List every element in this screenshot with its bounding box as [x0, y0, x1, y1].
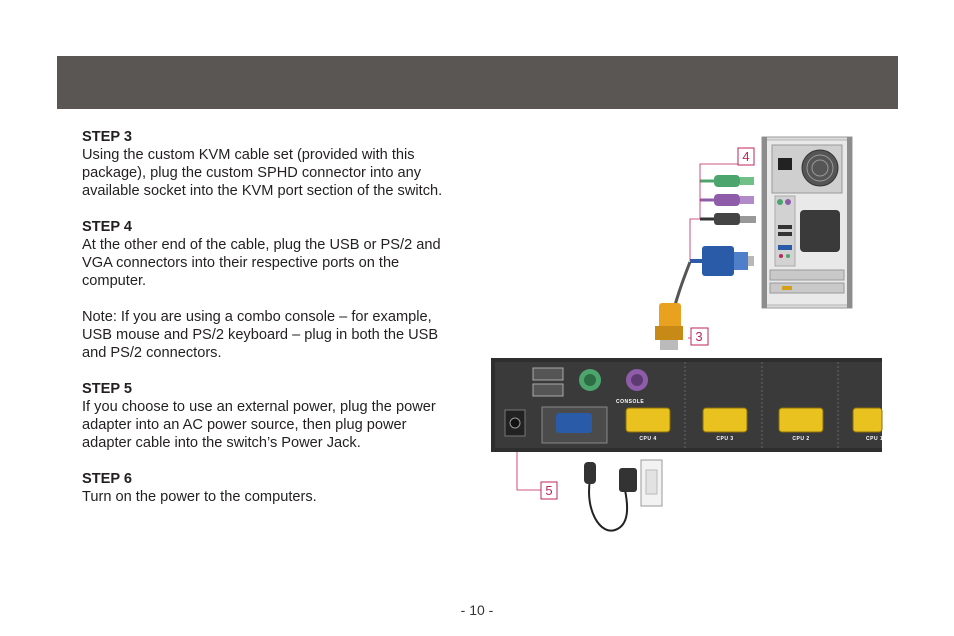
callout-3: 3: [690, 327, 709, 346]
vga-connector: [690, 246, 754, 276]
svg-text:3: 3: [695, 329, 702, 344]
note-body: Note: If you are using a combo console –…: [82, 309, 439, 361]
computer-rear-panel: [761, 136, 853, 309]
step-title: STEP 4: [82, 219, 133, 235]
svg-text:5: 5: [545, 483, 552, 498]
svg-text:CPU 1: CPU 1: [866, 436, 883, 442]
usb-connector: [700, 213, 756, 225]
callout-5: 5: [540, 481, 558, 500]
cpu-port-4: CPU 4: [625, 407, 671, 442]
cpu-port-2: CPU 2: [778, 407, 824, 442]
step-body: Turn on the power to the computers.: [82, 489, 317, 505]
ps2-mouse-connector: [700, 175, 754, 187]
step-title: STEP 6: [82, 471, 133, 487]
svg-text:CPU 3: CPU 3: [716, 436, 733, 442]
instructions: STEP 3 Using the custom KVM cable set (p…: [82, 128, 452, 524]
page-number: - 10 -: [460, 602, 494, 618]
power-adapter: [584, 459, 663, 532]
callout-4: 4: [737, 147, 755, 166]
cpu-port-1: CPU 1: [852, 407, 883, 442]
step-body: If you choose to use an external power, …: [82, 399, 436, 451]
step-title: STEP 5: [82, 381, 133, 397]
svg-text:CPU 4: CPU 4: [639, 436, 656, 442]
header-bar: [57, 56, 898, 109]
kvm-switch-rear-panel: CONSOLE CPU 4 CPU 3 CPU 2 CPU 1: [491, 358, 883, 452]
cpu-port-3: CPU 3: [702, 407, 748, 442]
svg-text:CONSOLE: CONSOLE: [616, 399, 644, 405]
note: Note: If you are using a combo console –…: [82, 308, 452, 362]
step-body: Using the custom KVM cable set (provided…: [82, 147, 443, 199]
svg-text:4: 4: [742, 149, 749, 164]
sphd-connector: [655, 303, 683, 350]
ps2-keyboard-connector: [700, 194, 754, 206]
svg-text:CPU 2: CPU 2: [792, 436, 809, 442]
step-4: STEP 4 At the other end of the cable, pl…: [82, 218, 452, 290]
step-body: At the other end of the cable, plug the …: [82, 237, 441, 289]
step-title: STEP 3: [82, 129, 133, 145]
step-3: STEP 3 Using the custom KVM cable set (p…: [82, 128, 452, 200]
step-5: STEP 5 If you choose to use an external …: [82, 380, 452, 452]
step-6: STEP 6 Turn on the power to the computer…: [82, 470, 452, 506]
callout-lines: [516, 163, 740, 491]
